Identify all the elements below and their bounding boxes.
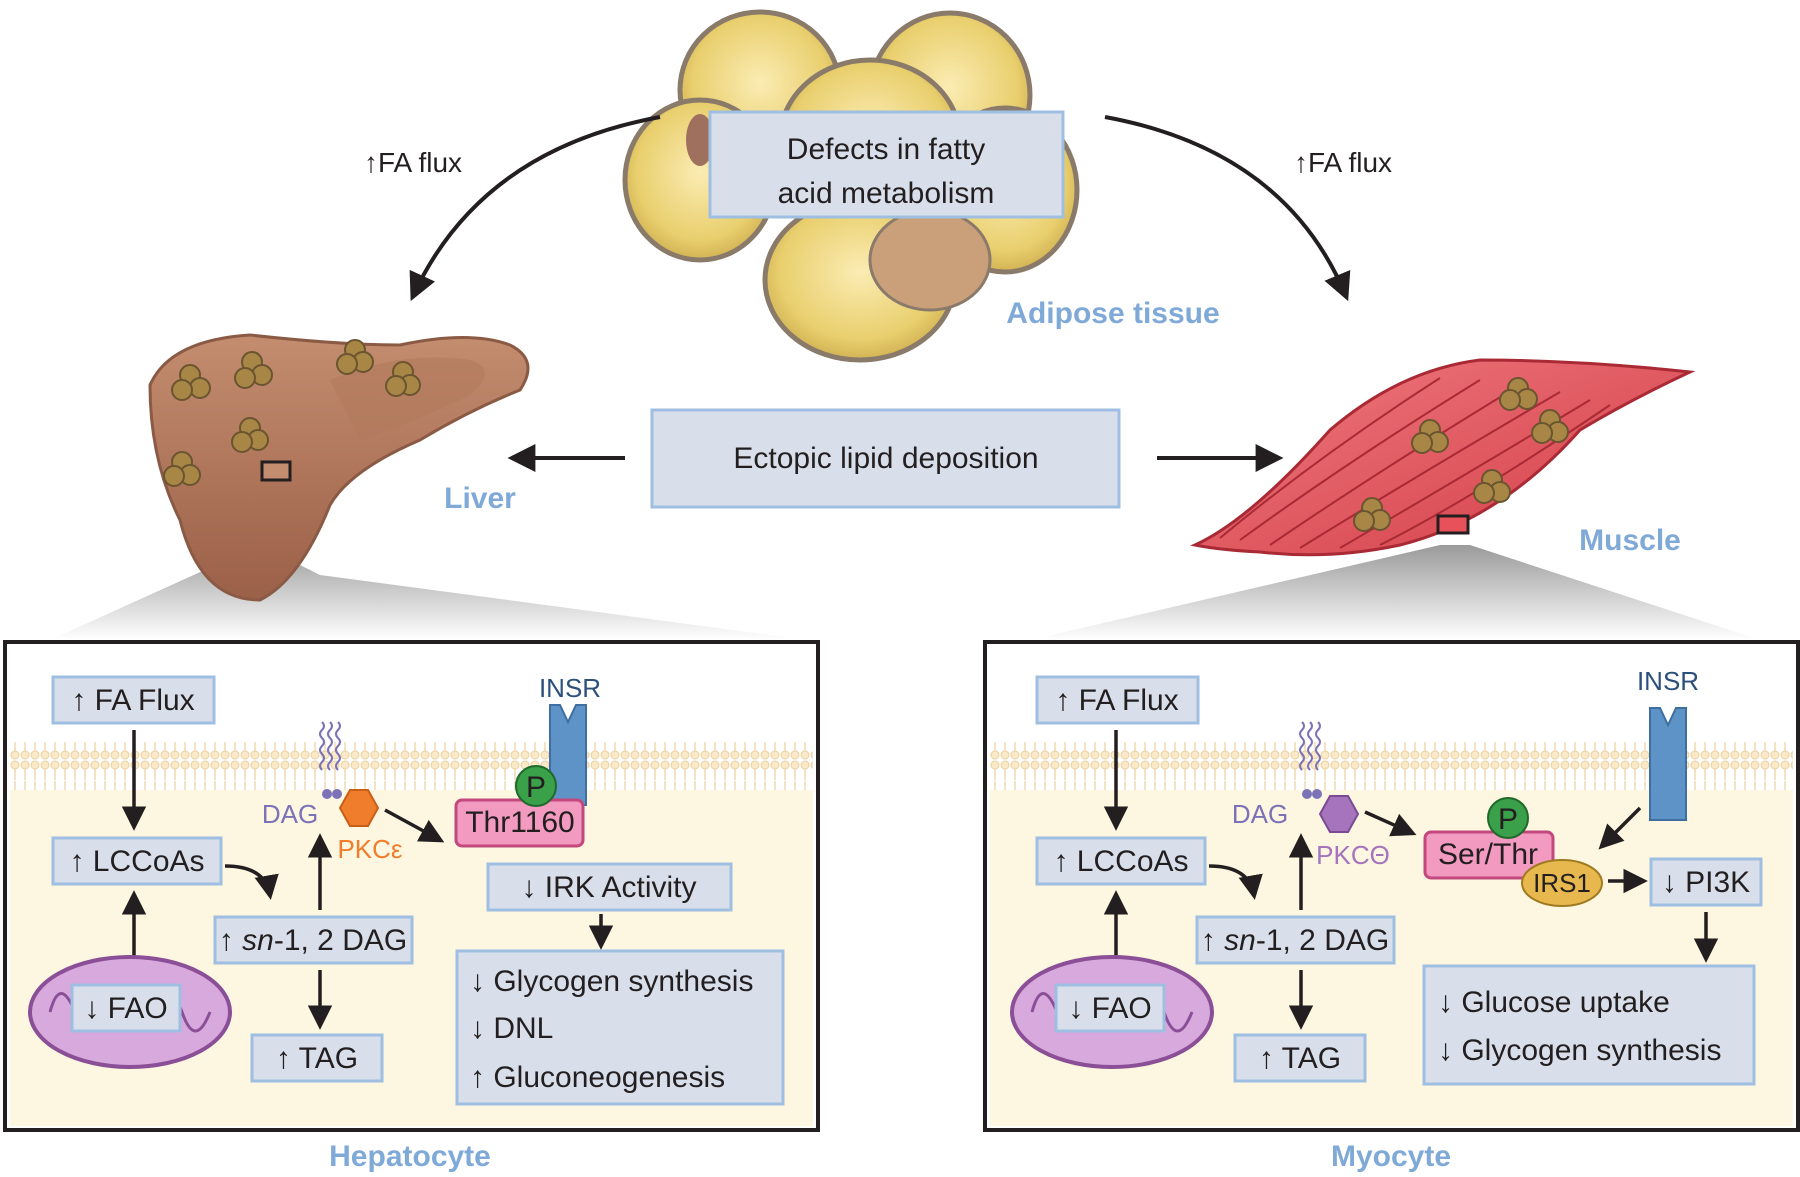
myo-fa-flux-text: ↑ FA Flux: [1055, 684, 1178, 717]
myo-fao-box: ↓ FAO: [1054, 983, 1166, 1033]
hep-outcomes-box: ↓ Glycogen synthesis ↓ DNL ↑ Gluconeogen…: [455, 949, 785, 1106]
hep-tag-text: ↑ TAG: [276, 1042, 358, 1075]
hep-sn-dag-text: ↑ sn-1, 2 DAG: [219, 924, 407, 957]
myo-insr-receptor: [1649, 707, 1687, 821]
myo-tag-text: ↑ TAG: [1259, 1042, 1341, 1075]
ectopic-box: Ectopic lipid deposition: [650, 408, 1121, 509]
hep-fao-box: ↓ FAO: [70, 983, 182, 1033]
hep-pkc-hexagon: [338, 789, 380, 827]
myo-insr-to-irs1-arrow: [1598, 806, 1642, 850]
hep-thr1160-text: Thr1160: [465, 806, 575, 839]
hep-fao-text: ↓ FAO: [84, 992, 167, 1025]
myo-fa-flux-box: ↑ FA Flux: [1035, 675, 1200, 725]
myo-pkc-to-ser-arrow: [1364, 810, 1417, 837]
defects-box-line2: acid metabolism: [778, 177, 995, 210]
myo-dag-label: DAG: [1232, 799, 1288, 829]
muscle-zoom-shadow: [1030, 545, 1760, 640]
hep-phospho-text: P: [526, 771, 546, 804]
myo-ser-thr-site: Ser/Thr: [1423, 830, 1555, 880]
ectopic-box-text: Ectopic lipid deposition: [733, 442, 1038, 475]
hep-pkc-label: PKCε: [337, 834, 402, 864]
left-flux-arrow: [409, 115, 661, 302]
hep-dag-label: DAG: [262, 799, 318, 829]
hep-thr1160-site: Thr1160: [454, 798, 585, 848]
hepatocyte-label: Hepatocyte: [329, 1140, 491, 1173]
myo-insr-label: INSR: [1637, 666, 1699, 696]
left-flux-label: ↑FA flux: [364, 147, 462, 178]
hep-tag-box: ↑ TAG: [250, 1033, 384, 1083]
myo-pkc-hexagon: [1318, 795, 1360, 833]
myocyte-panel: ↑ FA Flux ↑ LCCoAs ↓ FAO ↑ sn-1, 2 DAG ↑…: [983, 640, 1800, 1132]
hep-outcome-2: ↓ DNL: [470, 1012, 553, 1045]
right-flux-arrow: [1104, 115, 1351, 302]
hepatocyte-panel: ↑ FA Flux ↑ LCCoAs ↓ FAO ↑ sn-1, 2 DAG ↑…: [3, 640, 820, 1132]
myo-sn-dag-text: ↑ sn-1, 2 DAG: [1201, 924, 1389, 957]
myo-lccoas-text: ↑ LCCoAs: [1053, 845, 1188, 878]
hep-pkc-to-thr-arrow: [384, 808, 445, 843]
myo-phospho-text: P: [1498, 803, 1518, 836]
defects-box: Defects in fatty acid metabolism: [708, 110, 1065, 219]
myo-lccoas-box: ↑ LCCoAs: [1035, 836, 1207, 886]
myo-sn-dag-box: ↑ sn-1, 2 DAG: [1195, 915, 1396, 965]
myo-outcome-1: ↓ Glucose uptake: [1438, 986, 1670, 1019]
right-flux-label: ↑FA flux: [1294, 147, 1392, 178]
hep-phospho-circle: P: [515, 765, 557, 807]
liver-label: Liver: [444, 482, 516, 515]
myo-lccoas-to-dag-arrow: [1208, 864, 1263, 900]
hep-irk-box: ↓ IRK Activity: [486, 862, 733, 912]
myo-pi3k-box: ↓ PI3K: [1649, 857, 1763, 907]
muscle-illustration: [1190, 358, 1696, 557]
myo-outcome-2: ↓ Glycogen synthesis: [1438, 1034, 1721, 1067]
liver-illustration: [148, 333, 530, 602]
myocyte-label: Myocyte: [1331, 1140, 1451, 1173]
myo-tag-box: ↑ TAG: [1233, 1033, 1367, 1083]
hep-outcome-1: ↓ Glycogen synthesis: [470, 965, 753, 998]
adipose-tissue-label: Adipose tissue: [1006, 297, 1219, 330]
liver-zoom-shadow: [50, 545, 808, 640]
hep-dag-lipid-icon: [319, 721, 342, 799]
defects-box-line1: Defects in fatty: [787, 133, 985, 166]
myo-fao-text: ↓ FAO: [1068, 992, 1151, 1025]
myo-outcomes-box: ↓ Glucose uptake ↓ Glycogen synthesis: [1422, 964, 1756, 1086]
hep-lccoas-to-dag-arrow: [224, 864, 279, 900]
myo-dag-lipid-icon: [1299, 721, 1322, 799]
myo-pkc-label: PKCΘ: [1316, 840, 1390, 870]
myo-ser-thr-text: Ser/Thr: [1438, 838, 1538, 871]
hep-fa-flux-text: ↑ FA Flux: [71, 684, 194, 717]
myo-irs1-text: IRS1: [1533, 868, 1591, 898]
hep-fa-flux-box: ↑ FA Flux: [51, 675, 216, 725]
hep-outcome-3: ↑ Gluconeogenesis: [470, 1061, 725, 1094]
hep-lccoas-text: ↑ LCCoAs: [69, 845, 204, 878]
myo-phospho-circle: P: [1487, 797, 1529, 839]
hep-insr-label: INSR: [539, 673, 601, 703]
myo-irs1-oval: IRS1: [1521, 859, 1603, 907]
myo-pi3k-text: ↓ PI3K: [1662, 866, 1750, 899]
hep-sn-dag-box: ↑ sn-1, 2 DAG: [213, 915, 414, 965]
hep-lccoas-box: ↑ LCCoAs: [51, 836, 223, 886]
hep-irk-text: ↓ IRK Activity: [521, 871, 696, 904]
muscle-label: Muscle: [1579, 524, 1681, 557]
